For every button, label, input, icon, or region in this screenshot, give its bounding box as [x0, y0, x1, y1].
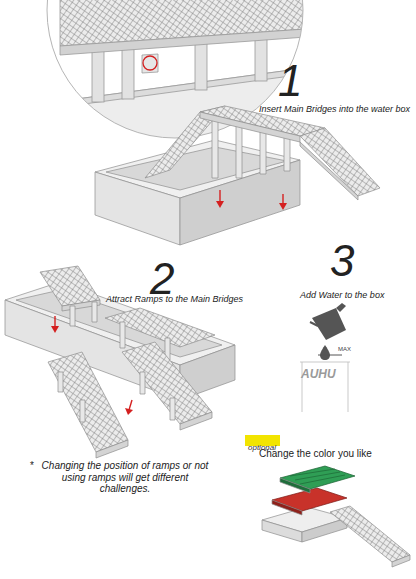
- step2-illustration-part: [180, 412, 212, 430]
- step1-illustration-part: [95, 172, 180, 245]
- water-icon-part: [320, 345, 330, 360]
- step4-illustration-part: [272, 500, 302, 515]
- gauge-mark: MAX: [338, 346, 351, 353]
- note-marker: *: [30, 460, 34, 472]
- step-instruction: Attract Ramps to the Main Bridges: [106, 294, 243, 304]
- zoom-detail-part-part: [195, 40, 207, 90]
- water-icon-part: [310, 322, 318, 326]
- zoom-detail-part-part: [60, 28, 320, 55]
- step4-illustration-part: [290, 469, 345, 484]
- step1-illustration-part: [212, 116, 218, 178]
- step2-illustration-part: [58, 372, 63, 392]
- watermark: AUHU: [301, 368, 336, 382]
- step-number: 1: [278, 56, 302, 107]
- water-icon-part: [300, 362, 350, 412]
- step2-illustration-part: [120, 322, 125, 348]
- step2-illustration-part: [92, 302, 97, 322]
- step1-illustration: [95, 106, 380, 245]
- step2-illustration-part: [105, 308, 215, 347]
- red-arrow-part: [279, 203, 287, 210]
- step4-illustration-part: [280, 478, 310, 493]
- highlight-tag: optional: [245, 435, 280, 446]
- zoom-detail-part-part: [122, 47, 134, 99]
- step2-illustration-part: [122, 342, 212, 424]
- step4-illustration-part: [302, 518, 347, 542]
- step1-illustration-part: [200, 112, 300, 142]
- water-icon-part: [318, 355, 342, 356]
- step1-illustration-part: [236, 122, 242, 178]
- step1-illustration-part: [300, 128, 380, 196]
- water-icon-part: [336, 303, 346, 312]
- step2-illustration-part: [48, 352, 128, 452]
- step1-illustration-part: [300, 142, 358, 200]
- step-instruction: Insert Main Bridges into the water box: [259, 104, 410, 114]
- step2-illustration-part: [40, 266, 100, 306]
- water-icon-part: [312, 308, 346, 340]
- zoom-detail-part: [143, 56, 157, 70]
- step-instruction: Add Water to the box: [300, 290, 384, 300]
- water-icon: [300, 303, 350, 412]
- step4-illustration: [262, 466, 410, 567]
- tag-text: optional: [248, 443, 276, 452]
- note: Changing the position of ramps or not us…: [40, 460, 210, 495]
- step2-illustration-part: [70, 306, 75, 326]
- step2-illustration-part: [80, 400, 85, 422]
- step4-illustration-part: [330, 506, 410, 562]
- step2-illustration-part: [170, 398, 175, 420]
- red-arrow-part: [216, 201, 224, 208]
- step2-illustration-part: [96, 440, 128, 458]
- red-arrow: [51, 316, 133, 415]
- step4-illustration-part: [392, 555, 410, 567]
- step1-illustration-part: [260, 127, 266, 174]
- red-arrow-part: [51, 326, 59, 333]
- step-number: 3: [330, 236, 354, 287]
- zoom-detail-part-part: [92, 50, 104, 102]
- red-arrow: [216, 190, 287, 210]
- red-arrow-part: [125, 408, 133, 415]
- zoom-detail-part-part: [142, 54, 158, 73]
- step4-illustration-part: [262, 520, 302, 542]
- red-arrow-part: [129, 400, 132, 410]
- step2-illustration-part: [140, 372, 145, 394]
